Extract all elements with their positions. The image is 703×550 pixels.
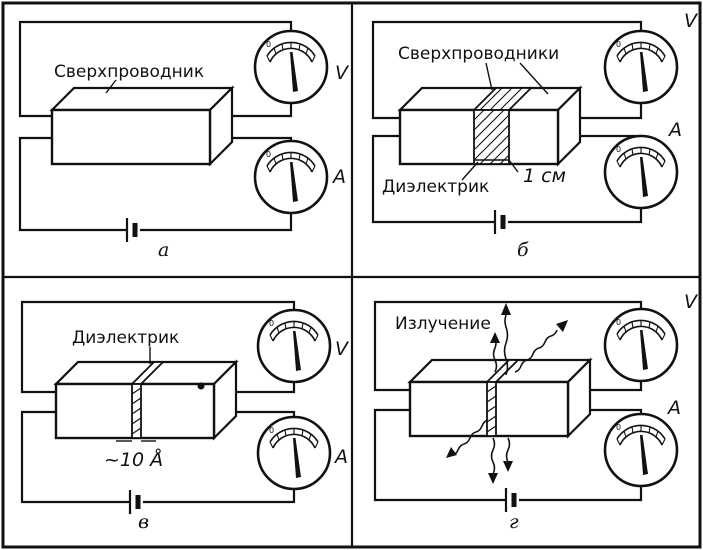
dielectric-layer: [471, 87, 534, 165]
voltmeter-symbol: V: [335, 62, 350, 84]
battery-icon: [506, 488, 514, 512]
ammeter-dial: [603, 412, 679, 488]
battery-icon: [495, 210, 503, 234]
label-leader-right: [519, 62, 549, 95]
voltmeter-dial: [603, 307, 679, 383]
dielectric-layer: [129, 361, 166, 439]
wire-ammeter-return: [232, 136, 293, 141]
superconductors-label: Сверхпроводники: [398, 44, 559, 64]
ray-up-right: [514, 329, 558, 373]
voltmeter-symbol: V: [335, 338, 350, 360]
ray-up: [503, 314, 509, 376]
wire-ammeter-loop: [20, 410, 129, 504]
panel-letter: б: [517, 239, 529, 261]
ray-down-left: [451, 419, 489, 455]
panel-letter: а: [158, 239, 169, 261]
ammeter-dial: [603, 134, 679, 210]
ammeter-symbol: A: [333, 446, 348, 468]
ammeter-symbol: A: [667, 119, 682, 141]
voltmeter-dial: [256, 308, 332, 384]
wire-battery-to-ammeter: [143, 488, 296, 504]
dielectric-leader: [461, 161, 479, 181]
wire-voltmeter-loop: [373, 300, 643, 392]
ammeter-dial: [256, 415, 332, 491]
contact-dot: [197, 382, 205, 390]
panel-letter: г: [509, 511, 519, 533]
ray-down-left-arrow: [446, 447, 457, 458]
ray-down-right-arrow: [503, 461, 513, 472]
ammeter-symbol: A: [666, 397, 681, 419]
voltmeter-symbol: V: [684, 10, 699, 32]
wire-ammeter-loop: [371, 134, 494, 224]
dielectric-label: Диэлектрик: [382, 177, 489, 197]
wire-voltmeter-loop: [20, 300, 296, 394]
wire-battery-to-ammeter: [140, 213, 293, 232]
ray-up-left-arrow: [490, 332, 500, 343]
wire-ammeter-loop: [373, 408, 505, 502]
wire-ammeter-loop: [18, 136, 126, 232]
superconductor-label: Сверхпроводник: [54, 62, 204, 82]
radiation-label: Излучение: [395, 314, 491, 334]
ammeter-symbol: A: [331, 166, 346, 188]
ray-up-arrow: [501, 303, 511, 315]
width-label: 1 см: [523, 165, 566, 187]
panel-a: Сверхпроводник V A а: [18, 20, 350, 261]
superconductor-block: [50, 86, 234, 166]
wire-voltmeter-loop: [18, 20, 293, 118]
voltmeter-symbol: V: [684, 291, 699, 313]
wire-battery-to-ammeter: [519, 484, 643, 502]
battery-icon: [127, 218, 135, 242]
voltmeter-dial: [253, 29, 329, 105]
label-leader: [105, 79, 117, 94]
panel-d: Излучение V A г: [373, 291, 699, 533]
ray-down: [490, 437, 496, 475]
panel-letter: в: [138, 511, 149, 533]
radiation-rays: [446, 303, 568, 484]
panel-c: Диэлектрик ~10 Å V A в: [20, 300, 350, 533]
ammeter-dial: [253, 139, 329, 215]
width-leader: [508, 159, 519, 173]
width-label: ~10 Å: [104, 448, 163, 471]
label-leader-left: [485, 62, 493, 91]
wire-battery-to-ammeter: [508, 208, 643, 224]
battery-icon: [130, 490, 138, 514]
ray-down-arrow: [488, 473, 498, 484]
ray-up-right-arrow: [556, 320, 568, 332]
voltmeter-dial: [603, 29, 679, 105]
wire-voltmeter-loop: [371, 20, 643, 120]
dielectric-layer: [484, 359, 521, 437]
ray-down-right: [505, 437, 511, 463]
panel-b: Сверхпроводники Диэлектрик 1 см V A б: [371, 10, 699, 261]
dielectric-label: Диэлектрик: [72, 328, 179, 348]
